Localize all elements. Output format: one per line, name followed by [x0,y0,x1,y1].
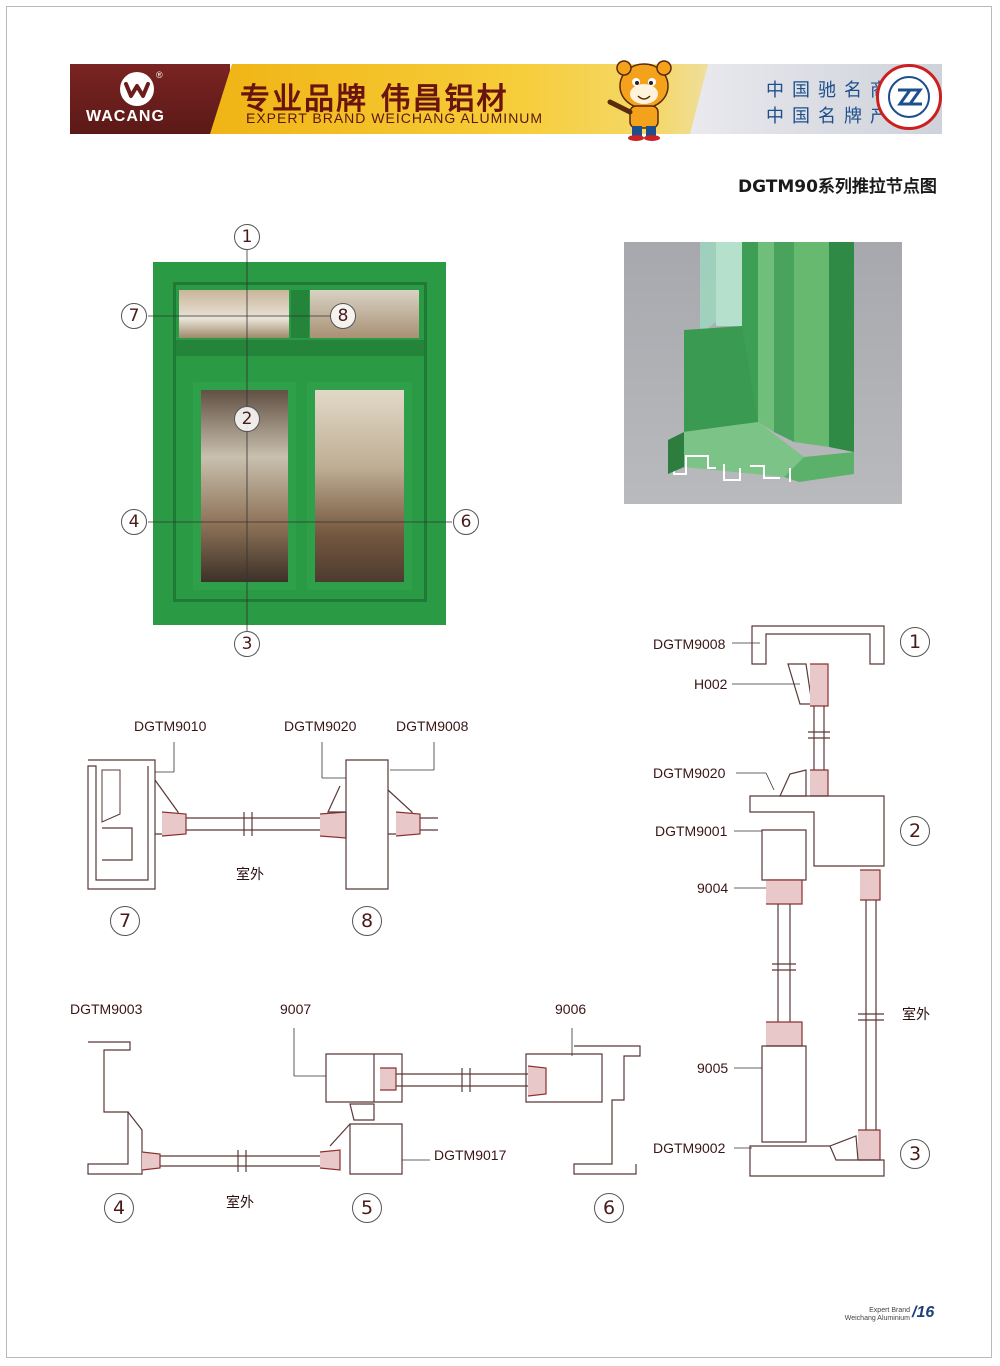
profile-3d-render [624,242,902,504]
page-frame [6,6,992,1358]
page-number: /16 [912,1304,935,1321]
footer-line-2: Weichang Aluminium [844,1315,910,1322]
tiger-mascot-icon [607,60,672,141]
footer-text: Expert Brand Weichang Aluminium [828,1307,910,1323]
section-number-2: 2 [900,816,930,846]
sliding-pane-right [315,390,404,582]
footer-line-1: Expert Brand [869,1307,910,1314]
label-9006: 9006 [555,1001,587,1017]
label-h002: H002 [694,676,728,692]
header-banner: ® WACANG 专业品牌 伟昌铝材 EXPERT BRAND WEICHANG… [70,60,942,141]
callout-2: 2 [234,406,260,432]
section-number-4: 4 [104,1193,134,1223]
callout-7: 7 [121,303,147,329]
callout-6: 6 [453,509,479,535]
outside-label-78: 室外 [236,867,264,883]
label-dgtm9001: DGTM9001 [655,823,728,839]
label-9007: 9007 [280,1001,312,1017]
callout-8: 8 [330,303,356,329]
callout-3: 3 [234,631,260,657]
section-number-5: 5 [352,1193,382,1223]
china-top-brand-seal-icon [876,64,942,130]
slogan-cn: 专业品牌 伟昌铝材 [240,82,509,117]
callout-1: 1 [234,224,260,250]
slogan-band: 专业品牌 伟昌铝材 EXPERT BRAND WEICHANG ALUMINUM [210,64,770,134]
section-number-8: 8 [352,906,382,936]
label-dgtm9008-top: DGTM9008 [396,718,469,734]
window-photo [153,262,446,625]
label-dgtm9003: DGTM9003 [70,1001,143,1017]
transom-mullion [291,290,309,338]
label-dgtm9017: DGTM9017 [434,1147,507,1163]
transom-pane-left [179,290,289,338]
callout-4: 4 [121,509,147,535]
logo-emblem-icon [120,72,154,106]
sash-right [307,382,412,590]
section-number-7: 7 [110,906,140,936]
honor-line-2: 中国名牌产品 [766,106,922,127]
label-dgtm9020-top: DGTM9020 [284,718,357,734]
registered-mark: ® [156,70,163,80]
label-9005: 9005 [697,1060,729,1076]
label-9004: 9004 [697,880,729,896]
transom-pane-right [310,290,419,338]
transom-bar [173,340,427,356]
section-number-1: 1 [900,627,930,657]
brand-logo: ® WACANG [70,64,230,134]
logo-brand-name: WACANG [86,108,165,125]
section-number-6: 6 [594,1193,624,1223]
label-dgtm9020-vertical: DGTM9020 [653,765,726,781]
label-dgtm9002: DGTM9002 [653,1140,726,1156]
slogan-en: EXPERT BRAND WEICHANG ALUMINUM [246,110,544,126]
sash-left [193,382,296,590]
section-number-3: 3 [900,1139,930,1169]
page-title: DGTM90系列推拉节点图 [738,177,937,197]
outside-label-456: 室外 [226,1195,254,1211]
label-dgtm9008-vertical: DGTM9008 [653,636,726,652]
window-inner-frame [173,282,427,602]
label-dgtm9010: DGTM9010 [134,718,207,734]
outside-label-vertical: 室外 [902,1007,930,1023]
